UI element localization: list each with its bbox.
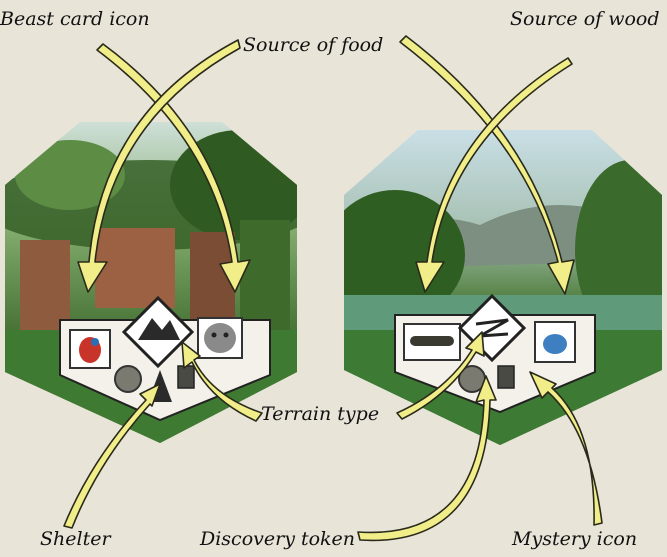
label-mystery-icon: Mystery icon (512, 530, 637, 549)
label-source-of-food: Source of food (243, 36, 383, 55)
bird-icon (535, 322, 575, 362)
label-discovery-token: Discovery token (200, 530, 355, 549)
label-source-of-wood: Source of wood (510, 10, 660, 29)
label-shelter: Shelter (40, 530, 111, 549)
log-wood-icon (404, 324, 460, 360)
mystery-icon (178, 366, 194, 388)
left-tile (0, 122, 320, 450)
discovery-token-icon (115, 366, 141, 392)
right-mystery-icon (498, 366, 514, 388)
tiger-icon (198, 318, 242, 358)
label-terrain-type: Terrain type (261, 405, 379, 424)
parrot-beast-card-icon (70, 330, 110, 368)
label-beast-card-icon: Beast card icon (0, 10, 150, 29)
right-tile (325, 130, 667, 450)
